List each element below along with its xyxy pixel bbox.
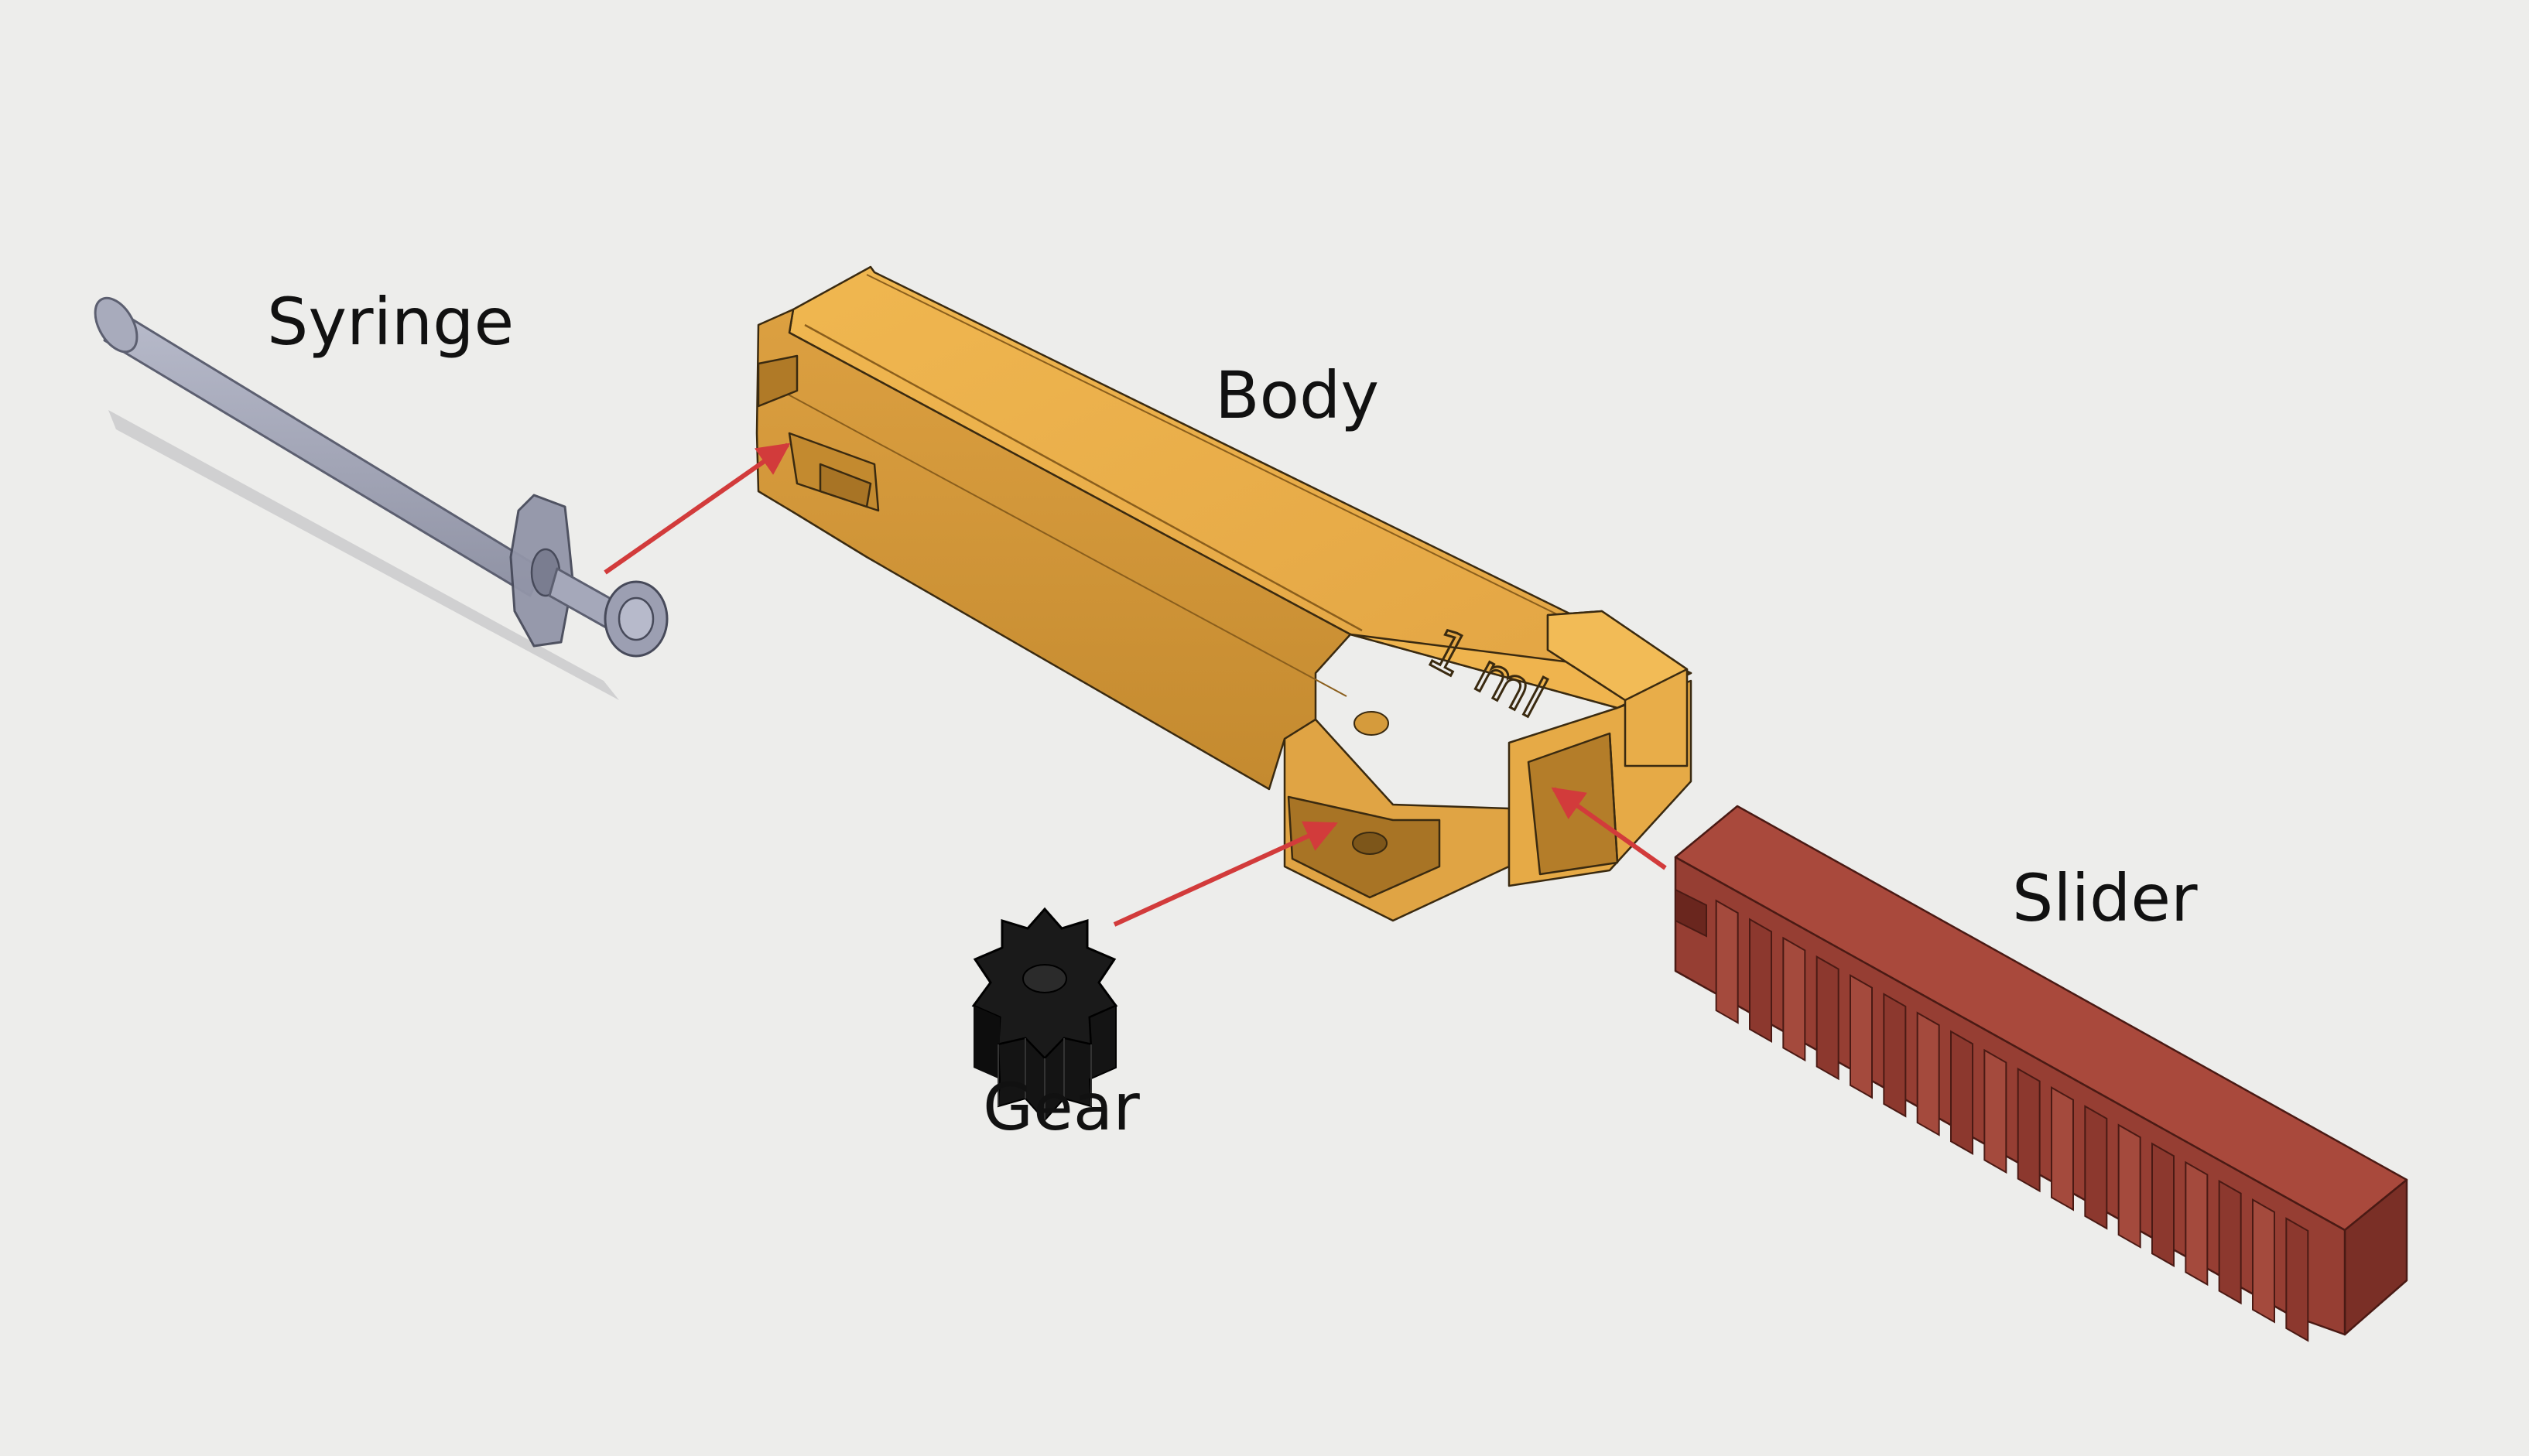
rack-tooth xyxy=(1815,955,1839,1081)
label-gear: Gear xyxy=(983,1069,1140,1145)
rack-tooth xyxy=(1850,974,1873,1099)
rack-tooth xyxy=(2218,1179,2242,1305)
rack-tooth xyxy=(2185,1160,2209,1287)
syringe-part xyxy=(94,296,669,700)
rack-tooth xyxy=(1950,1030,1973,1155)
arrow-slider-to-body xyxy=(1551,787,1667,870)
rack-tooth xyxy=(2151,1142,2175,1267)
body-part: 1 ml xyxy=(755,265,1692,922)
rack-tooth xyxy=(1983,1048,2007,1174)
slider-part xyxy=(1674,805,2408,1342)
gear-part xyxy=(971,907,1118,1122)
rack-tooth xyxy=(1749,918,1772,1043)
arrow-gear-to-body xyxy=(1113,821,1338,927)
rack-tooth xyxy=(2017,1067,2041,1193)
assembly-arrows xyxy=(604,443,1667,927)
rack-tooth xyxy=(1883,993,1907,1118)
rack-tooth xyxy=(1715,899,1739,1024)
rack-tooth xyxy=(2084,1105,2108,1230)
rack-tooth xyxy=(2117,1123,2141,1249)
rack-tooth xyxy=(2051,1086,2074,1212)
label-syringe: Syringe xyxy=(267,284,514,360)
rack-tooth xyxy=(1916,1011,1940,1136)
label-body: Body xyxy=(1215,357,1379,433)
label-slider: Slider xyxy=(2012,860,2198,936)
rack-teeth xyxy=(1715,899,2309,1342)
rack-tooth xyxy=(1782,936,1806,1062)
rack-tooth xyxy=(2285,1217,2309,1342)
rack-tooth xyxy=(2252,1198,2275,1324)
arrow-syringe-to-body xyxy=(604,443,791,575)
